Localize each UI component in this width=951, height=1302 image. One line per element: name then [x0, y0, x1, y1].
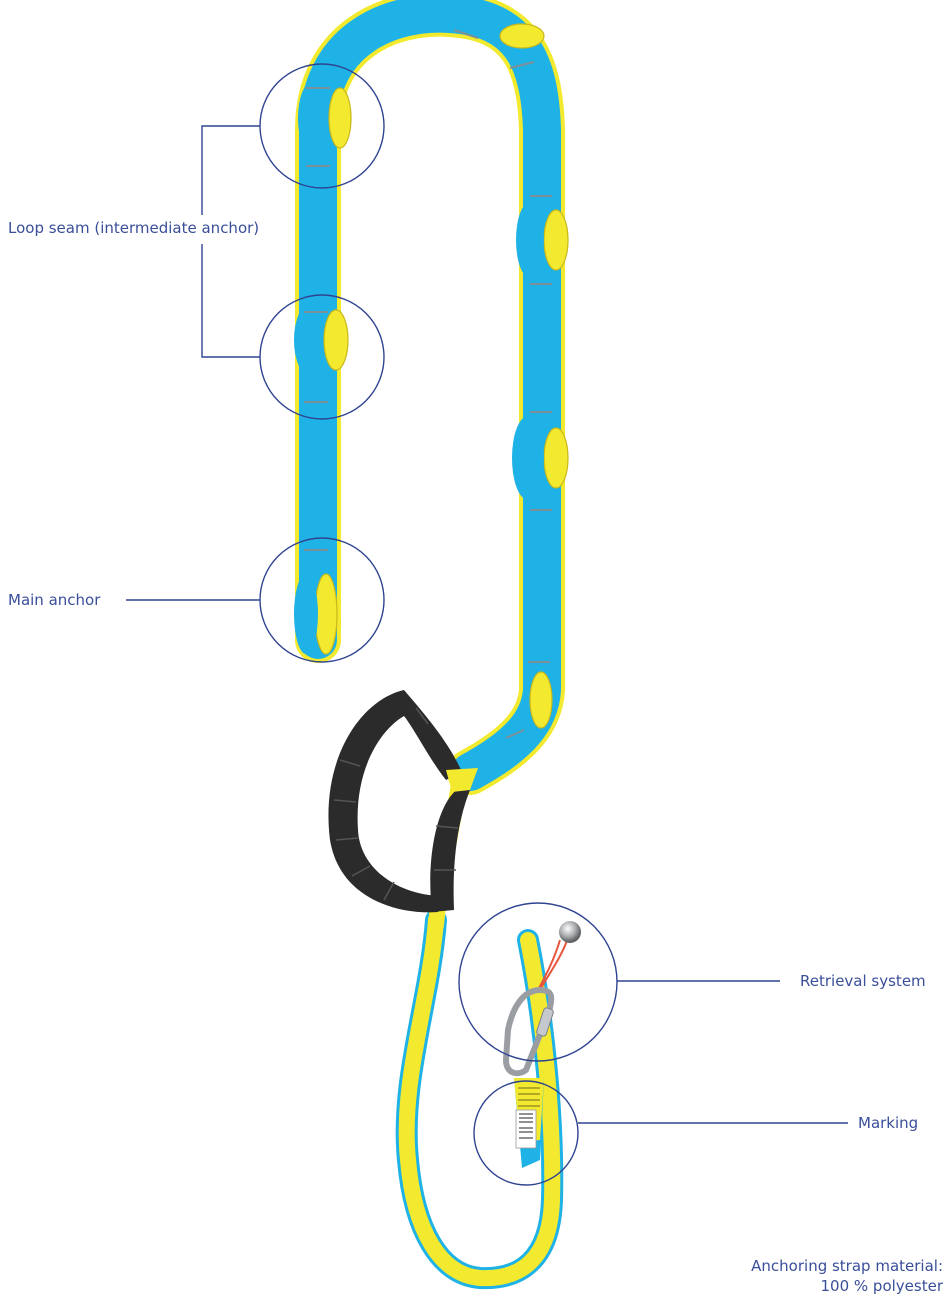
- label-retrieval-system: Retrieval system: [800, 972, 926, 991]
- label-material-line2: 100 % polyester: [821, 1277, 943, 1296]
- label-tag-icon: [514, 1078, 544, 1168]
- callout-line-loop-seam-lower: [202, 244, 260, 357]
- steel-ball-icon: [559, 921, 581, 943]
- main-strap: [318, 14, 542, 772]
- label-material-line1: Anchoring strap material:: [751, 1257, 943, 1276]
- label-main-anchor: Main anchor: [8, 591, 100, 610]
- label-marking: Marking: [858, 1114, 918, 1133]
- edge-protector: [328, 690, 470, 912]
- label-loop-seam: Loop seam (intermediate anchor): [8, 219, 259, 238]
- callout-line-loop-seam: [202, 126, 260, 215]
- callout-lines: [126, 126, 848, 1123]
- main-strap-outline: [318, 14, 542, 772]
